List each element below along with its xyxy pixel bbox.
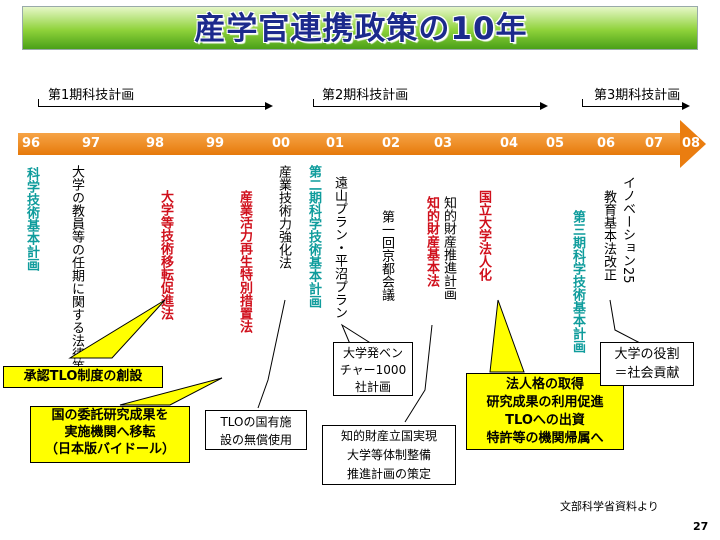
year-label: 96 (22, 136, 41, 151)
year-label: 97 (82, 136, 101, 151)
event-industrial-revitalization-law: 産業活力再生特別措置法 (237, 190, 252, 333)
timeline-arrowhead (680, 120, 706, 168)
tlo-national-pointer (257, 299, 286, 409)
period-2-line (313, 106, 540, 107)
year-label: 02 (382, 136, 401, 151)
page-number: 27 (693, 520, 709, 533)
event-industrial-tech-law: 産業技術力強化法 (276, 165, 291, 269)
period-2-start-tick (313, 99, 314, 107)
event-national-univ-incorporation: 国立大学法人化 (476, 190, 491, 281)
period-3-start-tick (582, 99, 583, 107)
period-1-label: 第1期科技計画 (48, 88, 135, 103)
year-label: 99 (206, 136, 225, 151)
incorporation-pointer (489, 299, 525, 373)
period-2-arrow (540, 102, 548, 110)
timeline-bar (18, 133, 680, 155)
period-3-arrow (682, 102, 690, 110)
period-2-label: 第2期科技計画 (322, 88, 409, 103)
event-innovation-25: イノベーション25 (620, 176, 635, 284)
tlo-approval-pointer (68, 299, 166, 359)
ip-nation-pointer (404, 324, 433, 423)
callout-tlo-approval: 承認TLO制度の創設 (3, 366, 163, 388)
event-ip-promotion-plan: 知的財産推進計画 (441, 196, 456, 300)
callout-incorporation: 法人格の取得 研究成果の利用促進 TLOへの出資 特許等の機関帰属へ (466, 373, 624, 450)
year-label: 00 (272, 136, 291, 151)
year-label: 03 (434, 136, 453, 151)
period-1-start-tick (38, 99, 39, 107)
year-label: 05 (546, 136, 565, 151)
callout-ip-nation: 知的財産立国実現 大学等体制整備 推進計画の策定 (322, 425, 456, 485)
event-science-basic-plan-2: 第二期科学技術基本計画 (306, 165, 321, 308)
period-1-arrow (265, 102, 273, 110)
event-kyoto-conference: 第一回京都会議 (379, 210, 394, 301)
event-education-law-revision: 教育基本法改正 (601, 190, 616, 281)
period-1-line (38, 106, 265, 107)
callout-venture-1000: 大学発ベン チャー1000 社計画 (333, 342, 413, 396)
event-tech-transfer-law: 大学等技術移転促進法 (158, 190, 173, 320)
event-toyama-hiranuma-plan: 遠山プラン・平沼プラン (332, 176, 347, 319)
year-label: 04 (500, 136, 519, 151)
bayh-dole-pointer (119, 377, 223, 406)
source-note: 文部科学省資料より (560, 500, 659, 513)
event-science-basic-plan-3: 第三期科学技術基本計画 (570, 210, 585, 353)
year-label: 01 (326, 136, 345, 151)
callout-bayh-dole: 国の委託研究成果を 実施機関へ移転 （日本版バイドール） (30, 406, 190, 463)
univ-role-pointer (609, 299, 641, 344)
year-label: 08 (682, 136, 701, 151)
page-title: 産学官連携政策の10年 (194, 11, 528, 47)
period-3-label: 第3期科技計画 (594, 88, 681, 103)
year-label: 07 (645, 136, 664, 151)
event-ip-basic-law: 知的財産基本法 (424, 196, 439, 287)
year-label: 06 (597, 136, 616, 151)
callout-tlo-national-facility: TLOの国有施 設の無償使用 (205, 410, 307, 450)
event-science-basic-plan-1: 科学技術基本計画 (24, 167, 39, 271)
period-3-line (582, 106, 682, 107)
year-label: 98 (146, 136, 165, 151)
title-banner: 産学官連携政策の10年 (22, 6, 698, 50)
callout-univ-role: 大学の役割 ＝社会貢献 (600, 342, 694, 386)
